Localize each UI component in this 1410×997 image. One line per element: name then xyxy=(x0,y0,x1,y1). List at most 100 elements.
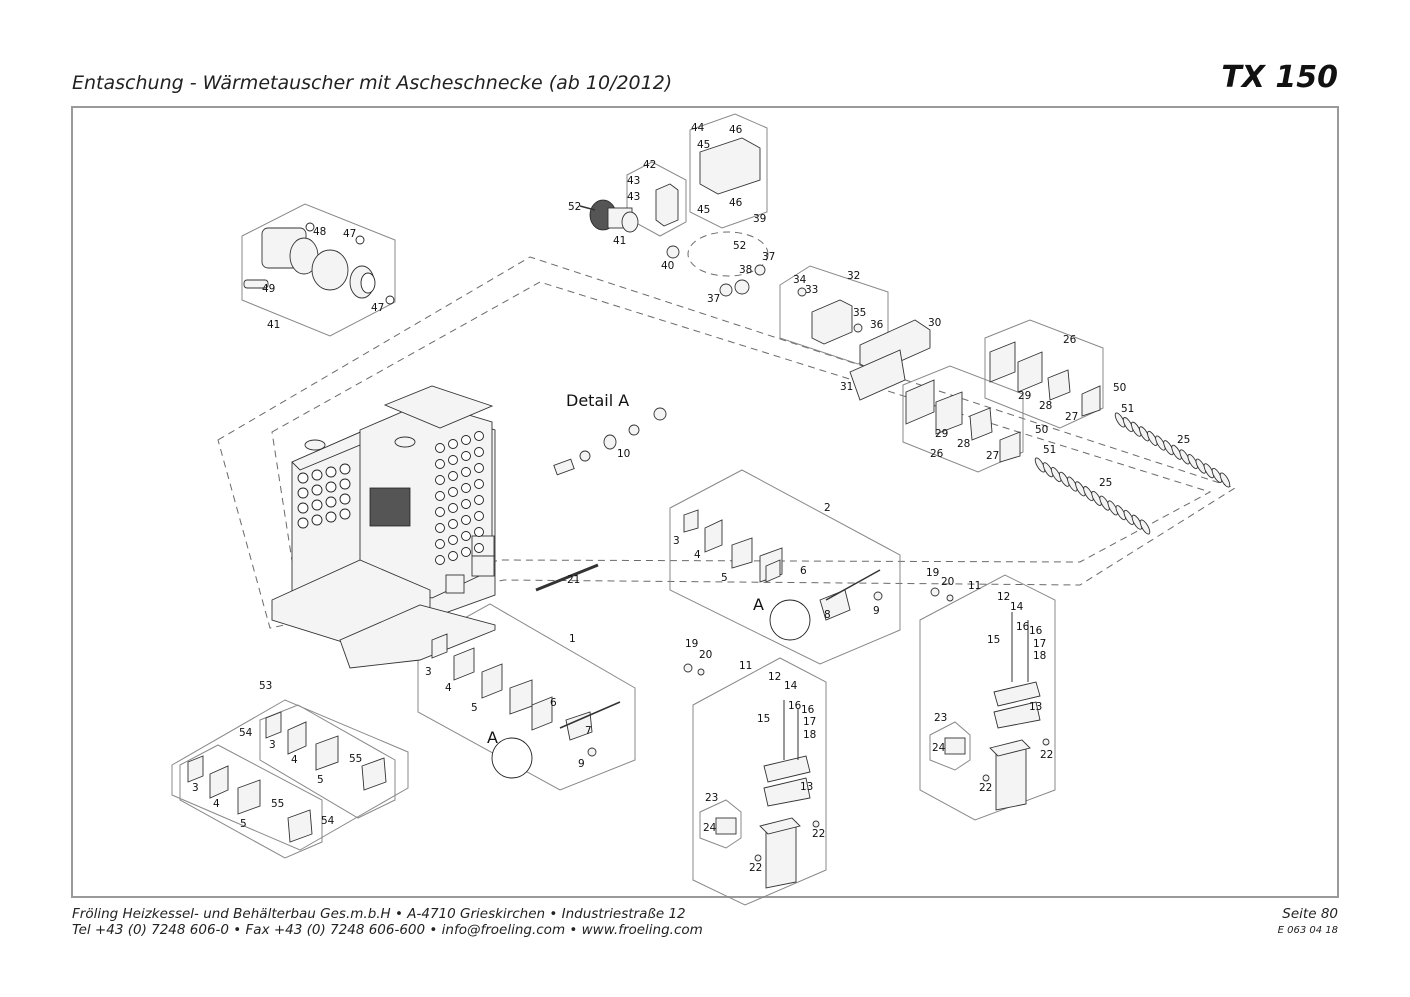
part-label-41: 41 xyxy=(267,319,280,331)
porthole xyxy=(435,491,445,501)
porthole xyxy=(297,487,309,499)
part-label-49: 49 xyxy=(262,283,275,295)
screw-flight xyxy=(1050,466,1062,483)
porthole xyxy=(474,479,484,489)
motor-assembly-41 xyxy=(243,222,395,305)
part-label-47: 47 xyxy=(371,302,384,314)
porthole xyxy=(461,515,471,525)
part-label-7: 7 xyxy=(585,725,592,737)
detail-a-parts xyxy=(553,407,667,476)
part-label-52: 52 xyxy=(568,201,581,213)
model-name: TX 150 xyxy=(1221,60,1338,95)
part-label-1: 1 xyxy=(569,633,576,645)
part-label-31: 31 xyxy=(840,381,853,393)
cover-box-44 xyxy=(699,137,761,195)
part-label-55: 55 xyxy=(271,798,284,810)
callout-a: A xyxy=(753,595,764,614)
part-label-38: 38 xyxy=(739,264,752,276)
part-label-3: 3 xyxy=(192,782,199,794)
part-label-4: 4 xyxy=(291,754,298,766)
part-label-18: 18 xyxy=(803,729,816,741)
part-label-36: 36 xyxy=(870,319,884,331)
part-label-25: 25 xyxy=(1099,477,1112,489)
porthole xyxy=(297,502,309,514)
part-label-51: 51 xyxy=(1043,444,1056,456)
part-label-34: 34 xyxy=(793,274,807,286)
screw-cover-plates xyxy=(905,341,1101,463)
part-label-29: 29 xyxy=(1018,390,1031,402)
part-label-2: 2 xyxy=(824,502,831,514)
screw-flight xyxy=(1195,458,1206,474)
part-label-51: 51 xyxy=(1121,403,1134,415)
part-label-35: 35 xyxy=(853,307,866,319)
screw-flight xyxy=(1155,435,1166,451)
part-label-14: 14 xyxy=(1010,601,1024,613)
screw-flight xyxy=(1131,514,1143,530)
footer-contact: Tel +43 (0) 7248 606-0 • Fax +43 (0) 724… xyxy=(72,922,703,938)
part-label-46: 46 xyxy=(729,124,743,136)
porthole xyxy=(474,511,484,521)
part-label-55: 55 xyxy=(349,753,362,765)
porthole xyxy=(448,439,458,449)
part-label-50: 50 xyxy=(1035,424,1048,436)
part-label-27: 27 xyxy=(986,450,999,462)
porthole xyxy=(474,543,484,553)
part-label-3: 3 xyxy=(269,739,276,751)
porthole xyxy=(474,463,484,473)
gear-motor xyxy=(579,199,680,259)
footer-company: Fröling Heizkessel- und Behälterbau Ges.… xyxy=(72,906,686,922)
part-label-5: 5 xyxy=(471,702,478,714)
screw-flight xyxy=(1122,417,1134,433)
screw-flight xyxy=(1107,500,1118,516)
part-label-5: 5 xyxy=(721,572,728,584)
porthole xyxy=(339,478,351,490)
part-label-41: 41 xyxy=(613,235,626,247)
part-label-15: 15 xyxy=(757,713,770,725)
part-label-37: 37 xyxy=(707,293,720,305)
porthole xyxy=(448,455,458,465)
porthole xyxy=(297,517,309,529)
part-label-20: 20 xyxy=(941,576,954,588)
porthole xyxy=(311,469,323,481)
porthole xyxy=(339,463,351,475)
porthole xyxy=(461,483,471,493)
scraper-parts-1 xyxy=(431,633,621,779)
drawing-frame xyxy=(71,106,1339,898)
part-label-13: 13 xyxy=(800,781,813,793)
part-label-22: 22 xyxy=(979,782,992,794)
part-label-11: 11 xyxy=(739,660,752,672)
porthole xyxy=(435,475,445,485)
porthole xyxy=(311,514,323,526)
porthole xyxy=(461,435,471,445)
bearing-parts xyxy=(687,231,769,297)
porthole xyxy=(474,495,484,505)
part-label-5: 5 xyxy=(240,818,247,830)
porthole xyxy=(311,499,323,511)
screw-flight xyxy=(1042,462,1054,478)
callout-a: A xyxy=(487,728,498,747)
part-label-22: 22 xyxy=(812,828,825,840)
part-label-9: 9 xyxy=(578,758,585,770)
part-label-20: 20 xyxy=(699,649,712,661)
porthole xyxy=(435,507,445,517)
part-label-43: 43 xyxy=(627,175,640,187)
ash-container-right xyxy=(930,587,1050,811)
kit-53-parts xyxy=(187,711,387,843)
part-label-50: 50 xyxy=(1113,382,1126,394)
part-label-10: 10 xyxy=(617,448,630,460)
porthole xyxy=(448,551,458,561)
part-label-4: 4 xyxy=(213,798,220,810)
part-label-45: 45 xyxy=(697,204,710,216)
part-label-5: 5 xyxy=(317,774,324,786)
porthole xyxy=(461,547,471,557)
page-number: Seite 80 xyxy=(1282,906,1338,922)
screw-flight xyxy=(1123,509,1135,526)
part-label-44: 44 xyxy=(691,122,705,134)
screw-flight xyxy=(1114,412,1126,428)
flange-plates xyxy=(797,287,931,401)
ash-screw-upper xyxy=(1114,412,1231,488)
porthole xyxy=(325,466,337,478)
porthole xyxy=(435,539,445,549)
porthole xyxy=(297,472,309,484)
